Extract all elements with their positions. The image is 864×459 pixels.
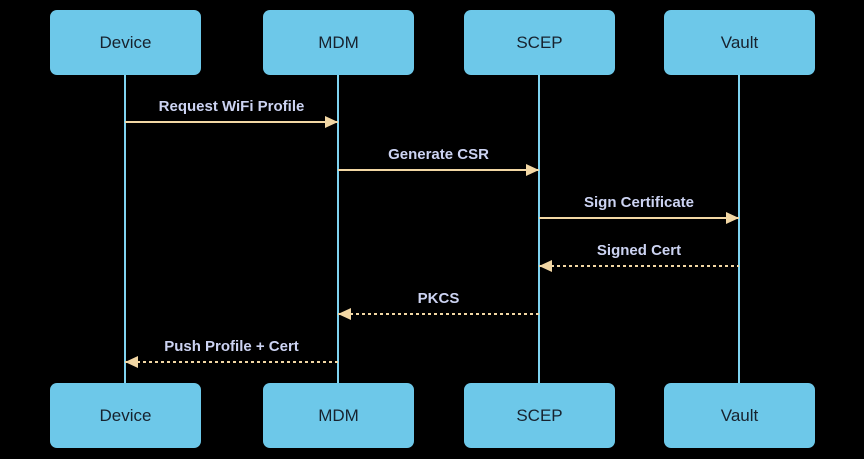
message-request-wifi-profile: Request WiFi Profile [125,97,338,128]
message-line [338,313,539,315]
arrowhead-right-icon [325,116,338,128]
actor-bottom-scep: SCEP [464,383,615,448]
arrowhead-right-icon [526,164,539,176]
actor-label: Device [99,405,152,425]
message-label: Generate CSR [388,146,489,163]
message-label: Push Profile + Cert [164,338,299,355]
message-line [539,265,739,267]
arrowhead-left-icon [125,356,138,368]
message-pkcs: PKCS [338,289,539,320]
lifeline-device [124,75,126,383]
message-line [338,169,539,171]
actor-label: MDM [318,405,359,425]
actor-top-mdm: MDM [263,10,414,75]
arrowhead-left-icon [539,260,552,272]
message-signed-cert: Signed Cert [539,241,739,272]
actor-bottom-mdm: MDM [263,383,414,448]
actor-label: Vault [720,32,759,52]
actor-label: Device [99,32,152,52]
actor-top-device: Device [50,10,201,75]
actor-top-vault: Vault [664,10,815,75]
message-label: Signed Cert [596,242,682,259]
message-label: Request WiFi Profile [158,98,305,115]
message-sign-certificate: Sign Certificate [539,193,739,224]
arrowhead-right-icon [726,212,739,224]
lifeline-vault [738,75,740,383]
message-line [125,361,338,363]
lifeline-mdm [337,75,339,383]
actor-label: MDM [318,32,359,52]
actor-bottom-vault: Vault [664,383,815,448]
message-label: PKCS [417,290,460,307]
message-generate-csr: Generate CSR [338,145,539,176]
lifeline-scep [538,75,540,383]
actor-bottom-device: Device [50,383,201,448]
message-push-profile-cert: Push Profile + Cert [125,337,338,368]
message-label: Sign Certificate [583,194,695,211]
message-line [125,121,338,123]
actor-label: SCEP [516,405,563,425]
actor-label: Vault [720,405,759,425]
actor-label: SCEP [516,32,563,52]
actor-top-scep: SCEP [464,10,615,75]
arrowhead-left-icon [338,308,351,320]
message-line [539,217,739,219]
